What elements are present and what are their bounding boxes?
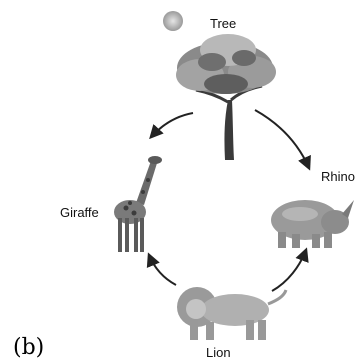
giraffe-image (114, 156, 162, 252)
label-giraffe: Giraffe (60, 205, 99, 220)
panel-label: (b) (13, 335, 44, 360)
label-tree: Tree (210, 16, 236, 31)
lion-image (177, 287, 286, 340)
label-rhino: Rhino (321, 169, 355, 184)
rhino-image (271, 200, 354, 248)
label-lion: Lion (206, 345, 231, 360)
arrow-lion-to-rhino (272, 250, 306, 291)
arrow-tree-to-giraffe (151, 113, 193, 137)
sun-icon (163, 11, 183, 31)
tree-image (176, 34, 276, 160)
arrow-lion-to-giraffe (149, 255, 176, 285)
arrow-tree-to-rhino (255, 110, 309, 168)
